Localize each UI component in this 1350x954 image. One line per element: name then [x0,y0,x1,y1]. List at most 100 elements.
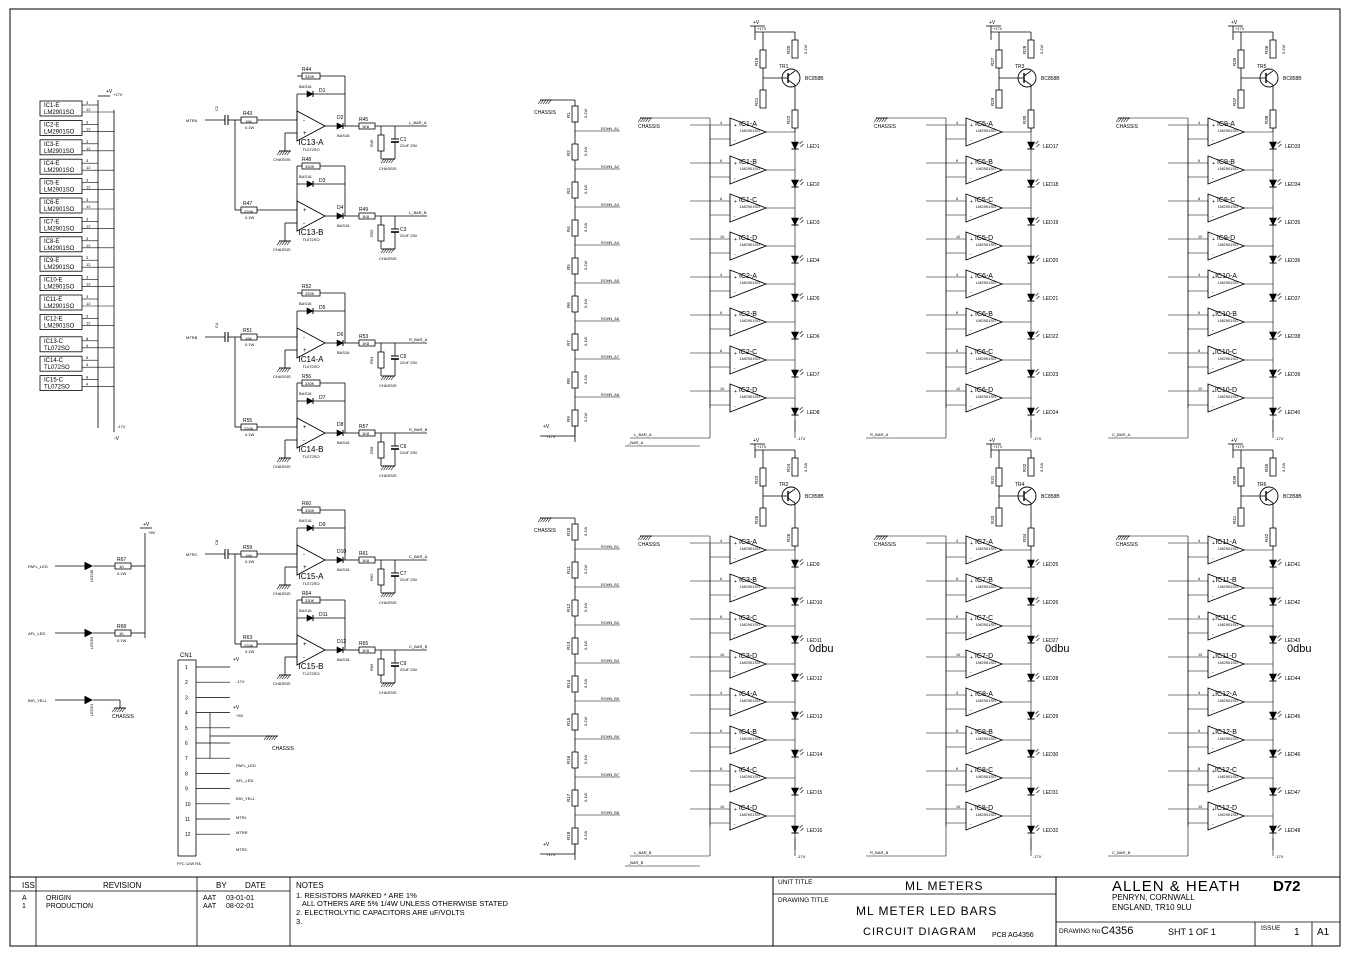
wire [281,674,286,680]
resistor [571,713,579,731]
pin-symbol: + [970,161,973,167]
wire [388,248,392,254]
wire [1023,70,1032,77]
pin-symbol: - [1212,670,1214,676]
resistor [377,568,385,586]
wire [1035,292,1039,297]
component-ref: D3 [319,178,326,184]
wire [800,333,804,338]
opamp-symbol [729,231,768,261]
pin-symbol: + [970,541,973,547]
pin-symbol: + [303,348,307,354]
wire [388,465,392,471]
component-part: BAS16 [299,391,312,396]
component-ref: D9 [319,522,326,528]
supply-block-label: IC14-C [44,358,64,364]
component-value: 0.1W [583,222,588,232]
pin-symbol: + [1212,275,1215,281]
supply-block-part: LM2901SO [44,129,75,135]
component-ref: R33 [990,515,995,524]
ladder-node-label: ROHN_A6 [601,317,619,321]
led-ref: LED27 [1043,638,1059,644]
comparator-ref: IC12-B [1215,729,1237,736]
chassis-label: CHASSIS [379,600,397,605]
component-value: 0.1W [583,374,588,384]
led-symbol [1027,787,1035,796]
resistor [759,507,767,527]
led-symbol [1269,597,1277,606]
wire [1035,216,1039,221]
pin-number: 12 [86,146,91,151]
component-value: 0.1W [245,559,255,564]
wire [1277,672,1281,677]
component-value: 0.1W [803,462,808,472]
pin-symbol: + [734,655,737,661]
border [9,8,1341,947]
led-ref: LED26 [1043,600,1059,606]
pin-number: 10 [956,235,960,239]
note-line: 2. ELECTROLYTIC CAPACITORS ARE uF/VOLTS [296,908,465,917]
wire [121,707,126,713]
component-ref: D12 [337,639,346,645]
chassis-label: CHASSIS [379,383,397,388]
component-ref: R48 [302,157,311,163]
diode-symbol [336,429,344,437]
component-value: 0.1W [583,146,588,156]
pin-symbol: - [1212,632,1214,638]
opamp-symbol [1207,535,1246,565]
led-symbol [791,673,799,682]
pin-number: 4 [86,343,89,348]
comparator-part: LM2901SO [740,280,760,285]
resistor [571,599,579,617]
pin-symbol: + [970,769,973,775]
wire [286,367,291,373]
pin-number: 8 [1198,349,1200,353]
resistor [1269,109,1277,129]
supply-label: +V [753,20,760,26]
wire [276,367,281,373]
pin-symbol: - [1212,822,1214,828]
wire [1123,117,1127,123]
pin-symbol: - [970,670,972,676]
supply-block-box [39,236,83,253]
pin-symbol: + [1212,161,1215,167]
pin-symbol: - [970,746,972,752]
connector-net: MTRL [236,815,248,820]
comparator-part: LM2901SO [740,128,760,133]
wire [380,592,385,598]
component-part: BAS16 [299,84,312,89]
component-ref: R17 [566,793,571,802]
chassis-label: CHASSIS [273,681,291,686]
wire [1278,181,1282,186]
component-ref: R38 [1264,115,1269,124]
resistor [1027,39,1035,59]
wire [284,367,288,373]
wire [1036,219,1040,224]
comparator-part: LM2901SO [740,660,760,665]
comparator-part: LM2901SO [976,622,996,627]
comparator-part: LM2901SO [1218,660,1238,665]
wire [799,672,803,677]
pin-number: 8 [956,615,958,619]
component-ref: R45 [359,117,368,123]
component-ref: C9 [400,661,407,667]
comparator-ref: IC5-C [975,197,993,204]
wire [284,584,288,590]
wire [800,713,804,718]
pin-number: 10 [956,653,960,657]
pin-symbol: + [970,199,973,205]
wire [380,375,385,381]
pin-symbol: + [970,655,973,661]
wire [1265,488,1274,495]
component-ref: R3 [566,188,571,194]
component-value: 22uF 25V [400,143,418,148]
led-ref: LED30 [1043,752,1059,758]
led-ref: LED12 [807,676,823,682]
wire [800,409,804,414]
wire [1278,371,1282,376]
wire [637,117,642,123]
wire [645,535,649,541]
supply-label: -17V [117,424,126,429]
pin-symbol: - [303,552,305,558]
